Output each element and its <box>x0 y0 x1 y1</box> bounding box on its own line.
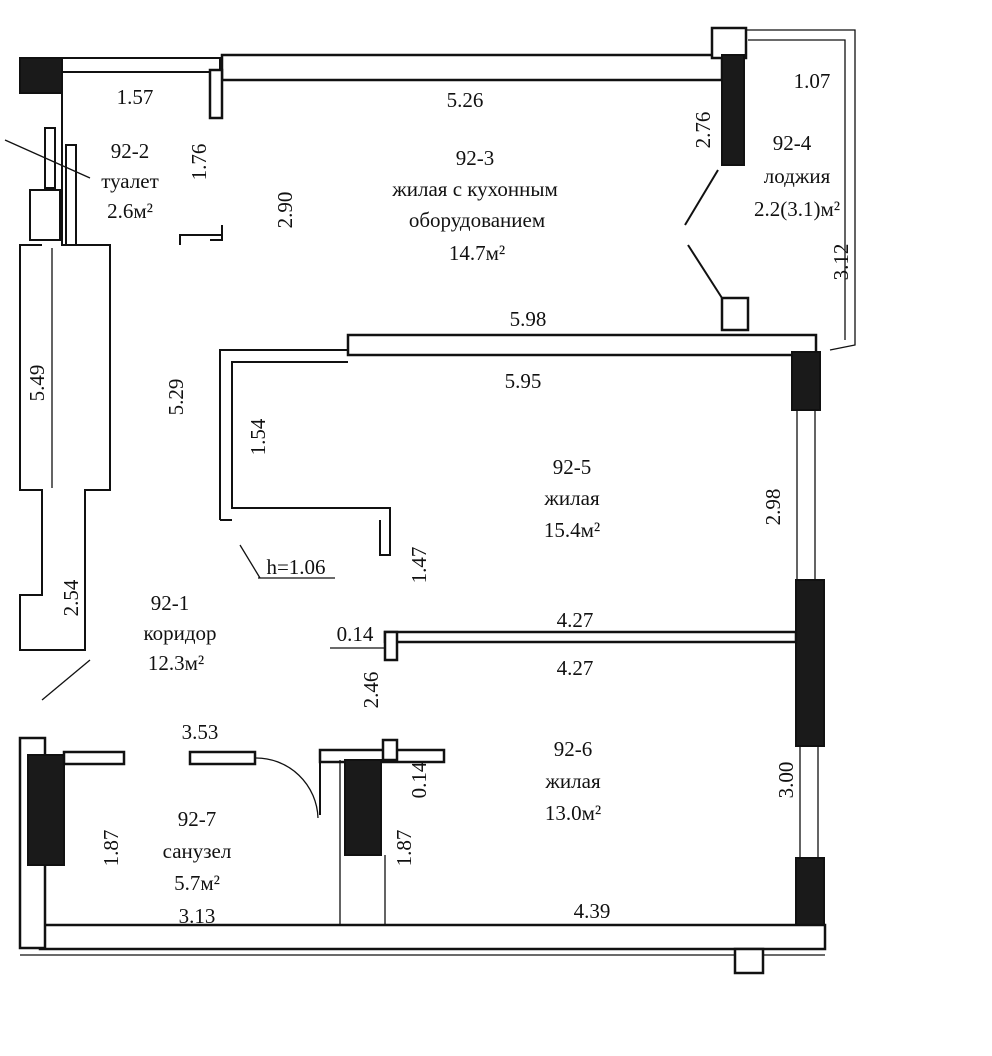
wall-segment <box>381 738 399 762</box>
dimension-label: 4.27 <box>557 656 594 680</box>
room-id: 92-7 <box>178 807 217 831</box>
wall-segment <box>179 225 223 245</box>
dimension-label: 2.76 <box>691 112 715 149</box>
room-area: 2.2(3.1)м² <box>754 197 840 221</box>
dimension-label: 4.27 <box>557 608 594 632</box>
room-name: жилая <box>544 769 601 793</box>
room-id: 92-4 <box>773 131 812 155</box>
room-labels: 92-1 коридор 12.3м² 92-2 туалет 2.6м² 92… <box>101 131 840 895</box>
room-id: 92-1 <box>151 591 190 615</box>
dimension-label: 0.14 <box>337 622 374 646</box>
wall-kitchen-room <box>346 333 818 357</box>
wall-pier <box>791 351 821 411</box>
wall-segment <box>720 296 750 332</box>
dimension-label: 1.47 <box>407 547 431 584</box>
wall-segment <box>65 144 77 246</box>
dimension-label: 0.14 <box>407 761 431 798</box>
dimension-label: 1.57 <box>117 85 154 109</box>
dimension-label: 2.46 <box>359 672 383 709</box>
dimension-label: 2.54 <box>59 579 83 616</box>
loggia-outline <box>746 29 856 351</box>
room-name: лоджия <box>764 164 831 188</box>
wall-pier <box>795 857 825 929</box>
wall-segment <box>29 189 61 241</box>
dimension-labels: 1.57 5.26 1.07 2.76 1.76 2.90 3.12 5.98 … <box>25 69 853 928</box>
room-name: жилая <box>543 486 600 510</box>
room-name: жилая с кухонным <box>391 177 558 201</box>
door-line <box>41 659 91 701</box>
wall-segment <box>710 26 748 60</box>
wall-segment <box>188 750 257 766</box>
dimension-label: 1.87 <box>392 830 416 867</box>
wall-segment <box>231 361 391 556</box>
dimension-label: 2.98 <box>761 489 785 526</box>
shaft <box>344 759 382 856</box>
room-name: туалет <box>101 169 159 193</box>
wall-top-toilet <box>61 57 221 73</box>
room-name: санузел <box>163 839 232 863</box>
dimension-label: 1.54 <box>246 418 270 455</box>
dimension-label: 5.98 <box>510 307 547 331</box>
room-name: коридор <box>143 621 216 645</box>
dimension-label: 4.39 <box>574 899 611 923</box>
wall-partition <box>383 630 798 644</box>
dimension-label: 3.53 <box>182 720 219 744</box>
wall-segment <box>733 947 765 975</box>
leader-line <box>4 139 91 179</box>
room-area: 15.4м² <box>544 518 600 542</box>
dimension-label: 3.13 <box>179 904 216 928</box>
room-area: 14.7м² <box>449 241 505 265</box>
door-swing <box>254 757 319 819</box>
wall-bottom <box>38 923 827 951</box>
dimension-label: 2.90 <box>273 192 297 229</box>
column <box>721 54 745 166</box>
wall-segment <box>219 349 348 520</box>
window <box>799 745 819 859</box>
dimension-label: 5.49 <box>25 365 49 402</box>
wall-segment <box>210 230 223 241</box>
dimension-label: 1.76 <box>187 144 211 181</box>
wall-left <box>19 72 111 651</box>
dimension-label: 1.87 <box>99 830 123 867</box>
room-area: 12.3м² <box>148 651 204 675</box>
dimension-label: 3.12 <box>829 244 853 281</box>
loggia-outline-inner <box>748 39 846 340</box>
wall-top <box>220 53 724 82</box>
room-id: 92-6 <box>554 737 593 761</box>
vent-shaft <box>19 57 63 94</box>
wall-segment <box>383 630 399 662</box>
shaft <box>27 754 65 866</box>
door-leaf <box>684 169 719 226</box>
dimension-label: 1.07 <box>794 69 831 93</box>
dimension-label: h=1.06 <box>266 555 325 579</box>
dimension-label: 5.95 <box>505 369 542 393</box>
room-id: 92-2 <box>111 139 150 163</box>
room-name: оборудованием <box>409 208 545 232</box>
room-area: 13.0м² <box>545 801 601 825</box>
room-id: 92-3 <box>456 146 495 170</box>
walls <box>4 26 856 975</box>
window <box>796 409 816 581</box>
room-id: 92-5 <box>553 455 592 479</box>
leader-line <box>239 544 261 579</box>
wall-pier <box>795 579 825 747</box>
room-area: 5.7м² <box>174 871 220 895</box>
dimension-label: 5.29 <box>164 379 188 416</box>
dimension-label: 3.00 <box>774 762 798 799</box>
door-leaf <box>687 244 723 299</box>
room-area: 2.6м² <box>107 199 153 223</box>
wall-segment <box>62 750 126 766</box>
dimension-label: 5.26 <box>447 88 484 112</box>
wall-stub <box>208 68 224 120</box>
